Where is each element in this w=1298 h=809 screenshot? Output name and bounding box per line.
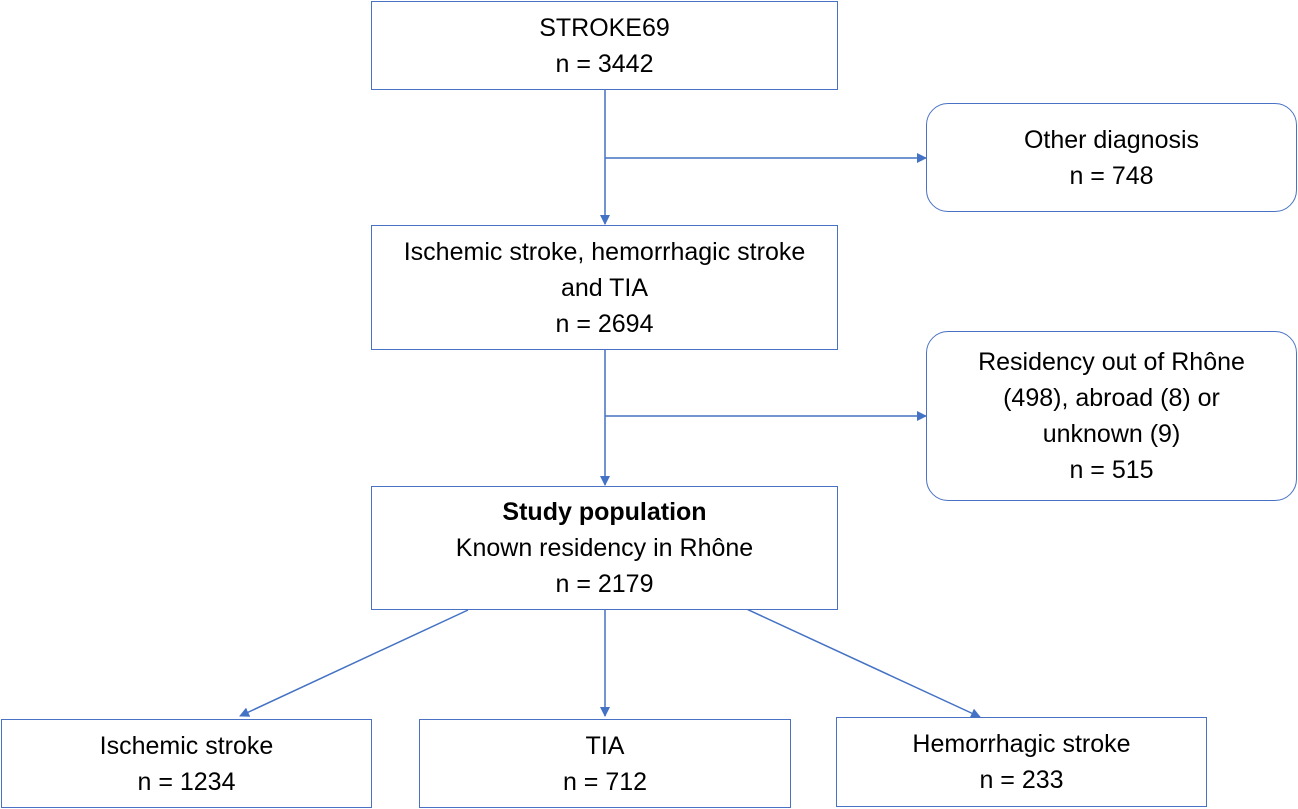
- stroke-tia-line2: and TIA: [560, 273, 649, 302]
- tia-box: TIA n = 712: [419, 719, 791, 808]
- stroke-tia-line1: Ischemic stroke, hemorrhagic stroke: [403, 237, 806, 266]
- hemorrhagic-count: n = 233: [979, 766, 1064, 794]
- residency-line1: Residency out of Rhône: [978, 348, 1245, 376]
- study-population-count: n = 2179: [555, 570, 654, 598]
- tia-title: TIA: [585, 731, 625, 760]
- residency-line3: unknown (9): [1042, 420, 1181, 448]
- study-population-subtitle: Known residency in Rhône: [455, 534, 754, 562]
- stroke69-count: n = 3442: [555, 49, 654, 78]
- residency-line2: (498), abroad (8) or: [1003, 384, 1220, 412]
- other-diagnosis-title: Other diagnosis: [1023, 125, 1200, 154]
- other-diagnosis-count: n = 748: [1069, 161, 1154, 190]
- tia-count: n = 712: [562, 767, 648, 796]
- arrow-to-ischemic: [239, 609, 469, 717]
- hemorrhagic-title: Hemorrhagic stroke: [912, 730, 1131, 758]
- stroke69-title: STROKE69: [539, 13, 670, 42]
- study-population-title: Study population: [502, 498, 707, 526]
- other-diagnosis-box: Other diagnosis n = 748: [926, 103, 1297, 212]
- stroke-tia-box: Ischemic stroke, hemorrhagic stroke and …: [371, 225, 838, 350]
- ischemic-title: Ischemic stroke: [99, 731, 274, 760]
- residency-count: n = 515: [1069, 456, 1154, 484]
- study-population-box: Study population Known residency in Rhôn…: [371, 486, 838, 610]
- arrow-to-hemorrhagic: [739, 605, 981, 718]
- ischemic-stroke-box: Ischemic stroke n = 1234: [1, 719, 372, 808]
- stroke69-box: STROKE69 n = 3442: [371, 1, 838, 90]
- ischemic-count: n = 1234: [137, 767, 236, 796]
- stroke-tia-count: n = 2694: [555, 309, 654, 338]
- hemorrhagic-stroke-box: Hemorrhagic stroke n = 233: [836, 717, 1207, 807]
- residency-excluded-box: Residency out of Rhône (498), abroad (8)…: [926, 331, 1297, 501]
